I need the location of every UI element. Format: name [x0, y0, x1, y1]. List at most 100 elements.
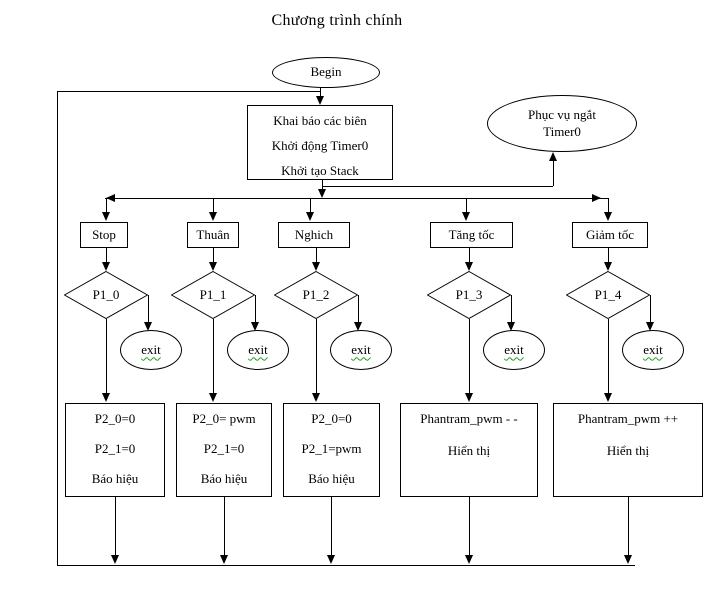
exit-terminator-1: exit — [120, 330, 182, 370]
connector-line — [106, 198, 107, 212]
timer0-line-1: Phục vụ ngắt — [528, 106, 596, 122]
branch-box-thuan: Thuân — [187, 222, 239, 248]
arrowhead-down — [646, 322, 654, 331]
branch-box-giamtoc: Giảm tốc — [572, 222, 648, 248]
arrowhead-down — [312, 262, 320, 271]
arrowhead-down — [312, 393, 320, 402]
connector-line — [106, 248, 107, 262]
decision-label: P1_2 — [302, 287, 330, 302]
arrowhead-down — [354, 322, 362, 331]
arrowhead-down — [624, 555, 632, 564]
decision-diamond-p1-1: P1_1 — [171, 271, 255, 319]
arrowhead-down — [220, 555, 228, 564]
action-box-nghich: P2_0=0 P2_1=pwm Báo hiệu — [283, 403, 380, 497]
connector-line — [650, 295, 651, 322]
begin-terminator: Begin — [272, 57, 380, 88]
connector-line — [255, 295, 256, 322]
diagram-title: Chương trình chính — [271, 12, 403, 29]
connector-timer0-horizontal — [322, 186, 553, 187]
branch-box-tangtoc: Tăng tốc — [430, 222, 513, 248]
arrowhead-down — [102, 393, 110, 402]
connector-line — [148, 295, 149, 322]
exit-terminator-3: exit — [330, 330, 392, 370]
action-line: Báo hiệu — [91, 471, 139, 486]
action-line: Hiển thị — [447, 443, 491, 458]
action-line: P2_0=0 — [311, 411, 352, 426]
arrowhead-down — [604, 393, 612, 402]
decision-label: P1_1 — [199, 287, 227, 302]
action-line: P2_0= pwm — [192, 411, 256, 426]
arrowhead-down — [462, 212, 470, 221]
feedback-top-line — [57, 91, 320, 92]
exit-label: exit — [351, 341, 371, 357]
exit-terminator-2: exit — [227, 330, 289, 370]
action-line: Phantram_pwm ++ — [577, 411, 679, 426]
decision-diamond-p1-3: P1_3 — [427, 271, 511, 319]
arrowhead-down — [251, 322, 259, 331]
arrowhead-down — [144, 322, 152, 331]
arrowhead-into-timer0 — [549, 152, 557, 161]
feedback-left-line — [57, 91, 58, 565]
connector-line — [358, 295, 359, 322]
arrowhead-down — [102, 262, 110, 271]
exit-label: exit — [504, 341, 524, 357]
decision-diamond-p1-4: P1_4 — [566, 271, 650, 319]
connector-init-branchline — [322, 180, 323, 189]
branch-label: Giảm tốc — [585, 227, 634, 242]
arrowhead-down — [306, 212, 314, 221]
branch-label: Nghich — [294, 227, 334, 242]
arrowhead-down — [209, 393, 217, 402]
action-line: Hiển thị — [606, 443, 650, 458]
action-line: P2_1=0 — [94, 441, 136, 456]
arrowhead-down — [465, 393, 473, 402]
action-line: P2_0=0 — [94, 411, 136, 426]
decision-label: P1_0 — [92, 287, 120, 302]
action-line: Báo hiệu — [308, 471, 355, 486]
connector-line — [213, 248, 214, 262]
action-box-stop: P2_0=0 P2_1=0 Báo hiệu — [65, 403, 165, 497]
arrowhead-down — [604, 262, 612, 271]
begin-label: Begin — [310, 64, 342, 80]
decision-label: P1_4 — [594, 287, 622, 302]
action-box-tangtoc: Phantram_pwm - - Hiển thị — [400, 403, 538, 497]
arrowhead-down — [465, 262, 473, 271]
connector-line — [608, 319, 609, 393]
connector-line — [316, 319, 317, 393]
connector-line — [316, 248, 317, 262]
connector-line — [628, 497, 629, 555]
timer0-line-2: Timer0 — [543, 123, 581, 139]
connector-line — [213, 198, 214, 212]
action-box-thuan: P2_0= pwm P2_1=0 Báo hiệu — [176, 403, 272, 497]
arrowhead-down — [209, 212, 217, 221]
exit-label: exit — [248, 341, 268, 357]
branch-box-nghich: Nghich — [278, 222, 350, 248]
connector-line — [106, 319, 107, 393]
exit-label: exit — [141, 341, 161, 357]
arrowhead-down — [604, 212, 612, 221]
branch-label: Stop — [92, 227, 116, 242]
exit-label: exit — [643, 341, 663, 357]
arrowhead-down — [327, 555, 335, 564]
branch-label: Tăng tốc — [448, 227, 495, 242]
connector-begin-init — [320, 88, 321, 96]
connector-timer0-vertical — [553, 160, 554, 186]
decision-diamond-p1-0: P1_0 — [64, 271, 148, 319]
connector-line — [310, 198, 311, 212]
connector-line — [466, 198, 467, 212]
arrowhead-into-branchline — [318, 189, 326, 198]
exit-terminator-5: exit — [622, 330, 684, 370]
init-line-1: Khai báo các biên — [273, 113, 367, 128]
connector-line — [224, 497, 225, 555]
timer0-interrupt-ellipse: Phục vụ ngắt Timer0 — [487, 95, 637, 152]
init-line-2: Khởi động Timer0 — [271, 138, 369, 153]
action-line: P2_1=0 — [203, 441, 245, 456]
connector-line — [469, 497, 470, 555]
decision-diamond-p1-2: P1_2 — [274, 271, 358, 319]
arrowhead-branchline-right — [592, 194, 601, 202]
connector-line — [469, 248, 470, 262]
connector-line — [469, 319, 470, 393]
exit-terminator-4: exit — [483, 330, 545, 370]
connector-line — [511, 295, 512, 322]
arrowhead-branchline-left — [106, 194, 115, 202]
init-line-3: Khởi tạo Stack — [281, 163, 359, 178]
